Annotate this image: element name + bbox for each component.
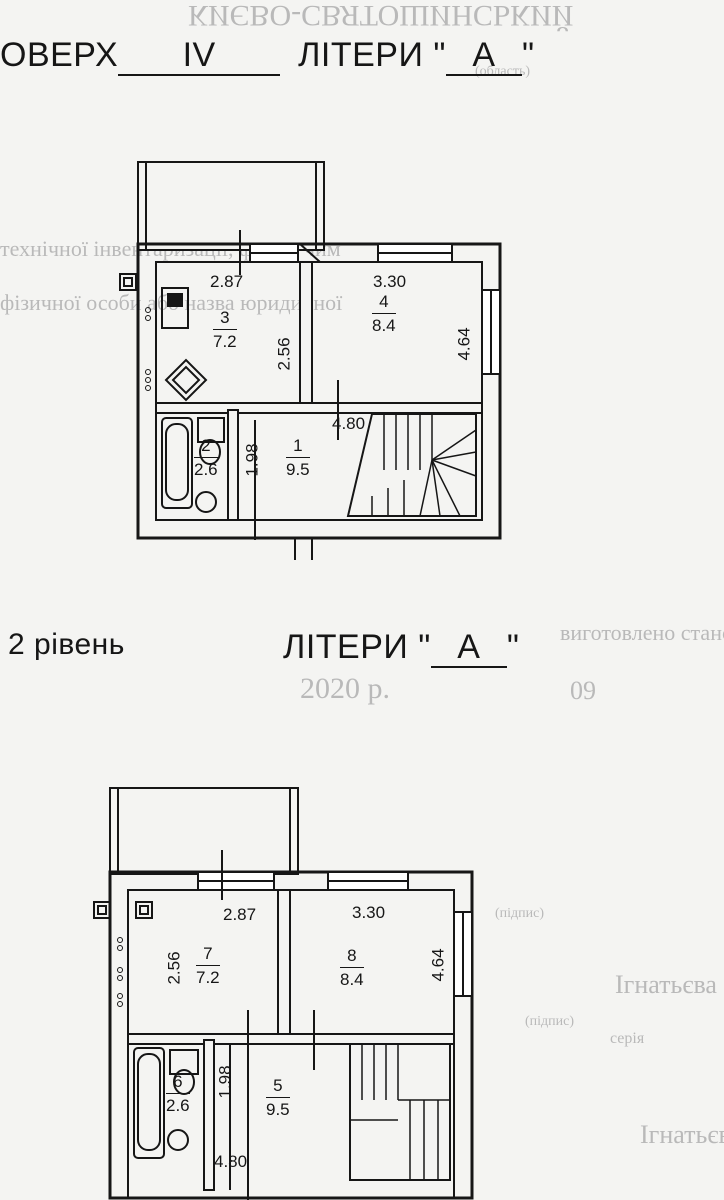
room-4-width: 3.30	[373, 272, 407, 291]
letter-value: А	[445, 36, 522, 76]
room-2-number: 2	[194, 436, 218, 458]
room-6-area: 2.6	[166, 1096, 190, 1115]
plan2-header: ЛІТЕРИ "А"	[283, 628, 520, 668]
room-7-height: 2.56	[164, 951, 184, 985]
letter-prefix: ЛІТЕРИ	[298, 36, 424, 74]
background-date-day: 09	[570, 676, 596, 705]
background-name-3: Ігнатьєва	[640, 1120, 724, 1149]
room-8-width: 3.30	[352, 903, 386, 922]
floor-prefix: ОВЕРХ	[0, 36, 119, 74]
room-1-number: 1	[286, 436, 310, 458]
room-5-area: 9.5	[266, 1100, 290, 1119]
floor-value: IV	[118, 36, 281, 76]
room-7-label: 7 7.2	[196, 944, 220, 988]
room-1-label: 1 9.5	[286, 436, 310, 480]
room-3-label: 3 7.2	[213, 308, 237, 352]
room-8-label: 8 8.4	[340, 946, 364, 990]
background-signature-caption-1: (підпис)	[495, 906, 545, 921]
room-5-width: 4.80	[214, 1152, 248, 1171]
room-8-number: 8	[340, 946, 364, 968]
room-2-area: 2.6	[194, 460, 218, 479]
room-8-height: 4.64	[428, 948, 448, 982]
room-4-number: 4	[372, 292, 396, 314]
level-label: 2 рівень	[8, 628, 125, 661]
room-2-label: 2 2.6	[194, 436, 218, 480]
room-4-label: 4 8.4	[372, 292, 396, 336]
room-6-number: 6	[166, 1072, 190, 1094]
room-3-area: 7.2	[213, 332, 237, 351]
background-name-1: Ігнатьєва	[615, 970, 717, 999]
room-7-number: 7	[196, 944, 220, 966]
room-4-area: 8.4	[372, 316, 396, 335]
background-name-2: серія	[610, 1030, 645, 1047]
room-5-number: 5	[266, 1076, 290, 1098]
letter-prefix: ЛІТЕРИ	[283, 628, 409, 666]
room-5-label: 5 9.5	[266, 1076, 290, 1120]
background-signature-caption-2: (підпис)	[525, 1014, 575, 1029]
letter-value: А	[430, 628, 507, 668]
room-5-height: 1.98	[215, 1065, 235, 1099]
room-7-width: 2.87	[223, 905, 257, 924]
room-8-area: 8.4	[340, 970, 364, 989]
room-1-area: 9.5	[286, 460, 310, 479]
room-1-width: 4.80	[332, 414, 366, 433]
room-3-number: 3	[213, 308, 237, 330]
background-date-year: 2020 р.	[300, 672, 390, 705]
room-7-area: 7.2	[196, 968, 220, 987]
room-6-label: 6 2.6	[166, 1072, 190, 1116]
background-made-label: виготовлено станом	[560, 620, 724, 645]
room-3-width: 2.87	[210, 272, 244, 291]
